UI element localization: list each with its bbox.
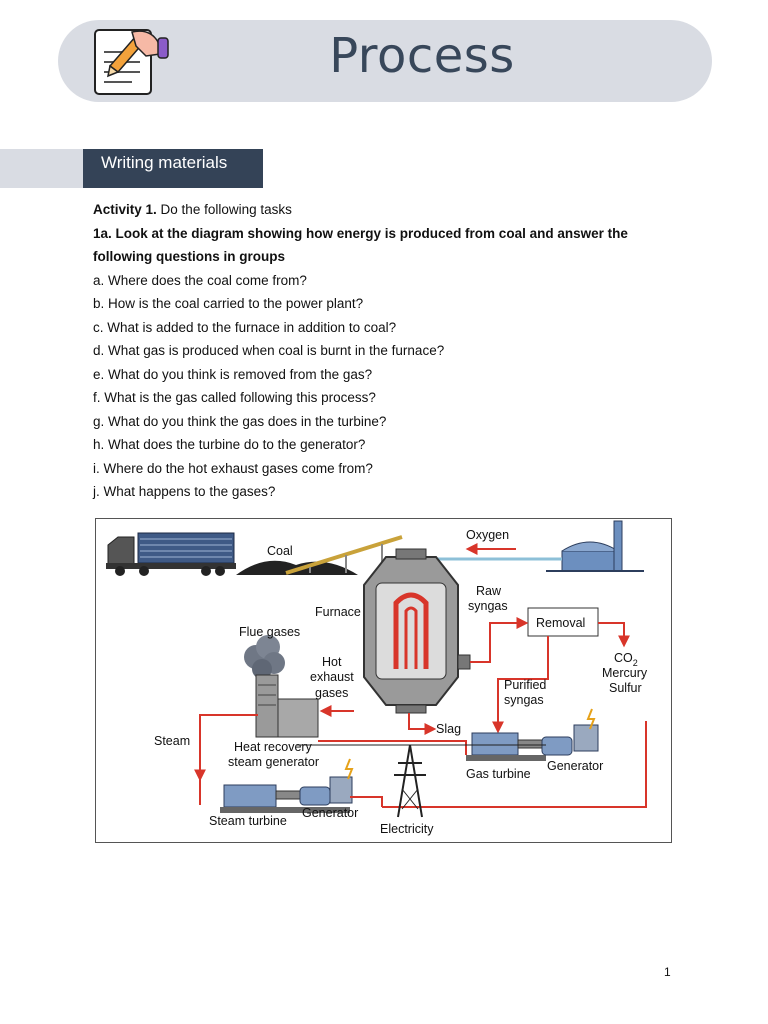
label-raw-syngas-2: syngas	[468, 599, 508, 613]
question-f: f. What is the gas called following this…	[93, 390, 376, 405]
smoke-cloud-icon	[244, 635, 285, 679]
gasifier-icon	[363, 548, 471, 714]
label-removal: Removal	[536, 616, 585, 630]
section-accent-bar	[0, 149, 83, 188]
task-line-1: 1a. Look at the diagram showing how ener…	[93, 225, 628, 241]
label-electricity: Electricity	[380, 822, 434, 836]
label-steam-turbine: Steam turbine	[209, 814, 287, 828]
label-purified-syngas-2: syngas	[504, 693, 544, 707]
heat-recovery-generator-icon	[255, 674, 319, 738]
label-hot-exhaust-3: gases	[315, 686, 348, 700]
header-banner	[58, 20, 712, 102]
label-heat-recovery-2: steam generator	[228, 755, 319, 769]
steam-turbine-icon	[220, 784, 350, 813]
page-number: 1	[664, 965, 671, 979]
generator-icon-1	[541, 708, 599, 756]
label-coal: Coal	[267, 544, 293, 558]
question-a: a. Where does the coal come from?	[93, 272, 307, 288]
label-co2-main: CO	[614, 651, 633, 665]
question-j: j. What happens to the gases?	[93, 484, 276, 499]
activity-line: Activity 1. Do the following tasks	[93, 198, 653, 222]
question-h: h. What does the turbine do to the gener…	[93, 437, 366, 452]
label-hot-exhaust-2: exhaust	[310, 670, 354, 684]
question-e: e. What do you think is removed from the…	[93, 366, 373, 382]
activity-label: Activity 1.	[93, 202, 157, 217]
activity-instruction: Do the following tasks	[160, 202, 292, 217]
gas-turbine-icon	[466, 732, 546, 761]
question-b: b. How is the coal carried to the power …	[93, 296, 364, 311]
label-furnace: Furnace	[315, 605, 361, 619]
label-flue-gases: Flue gases	[239, 625, 300, 639]
label-purified-syngas-1: Purified	[504, 678, 546, 692]
label-gas-turbine: Gas turbine	[466, 767, 531, 781]
task-line-2: following questions in groups	[93, 249, 285, 264]
question-c: c. What is added to the furnace in addit…	[93, 319, 397, 335]
label-co2: CO2	[614, 651, 638, 668]
coal-pile-icon	[236, 535, 403, 575]
generator-icon-2	[299, 758, 354, 806]
truck-icon	[106, 532, 236, 576]
label-raw-syngas-1: Raw	[476, 584, 502, 598]
label-generator-1: Generator	[547, 759, 603, 773]
label-co2-sub: 2	[633, 658, 638, 668]
label-slag: Slag	[436, 722, 461, 736]
label-mercury: Mercury	[602, 666, 648, 680]
label-steam: Steam	[154, 734, 190, 748]
oxygen-plant-icon	[546, 520, 644, 572]
coal-energy-diagram: Coal Oxygen Furnace Raw syngas Removal	[95, 518, 672, 843]
label-hot-exhaust-1: Hot	[322, 655, 342, 669]
label-generator-2: Generator	[302, 806, 358, 820]
question-d: d. What gas is produced when coal is bur…	[93, 343, 445, 358]
question-g: g. What do you think the gas does in the…	[93, 413, 387, 429]
label-oxygen: Oxygen	[466, 528, 509, 542]
label-sulfur: Sulfur	[609, 681, 642, 695]
page-title: Process	[329, 28, 515, 84]
question-i: i. Where do the hot exhaust gases come f…	[93, 460, 373, 476]
activity-text: Activity 1. Do the following tasks 1a. L…	[93, 198, 653, 504]
label-heat-recovery-1: Heat recovery	[234, 740, 313, 754]
electricity-pylon-icon	[394, 744, 426, 818]
section-label: Writing materials	[83, 149, 263, 188]
writing-hand-icon	[92, 24, 172, 96]
